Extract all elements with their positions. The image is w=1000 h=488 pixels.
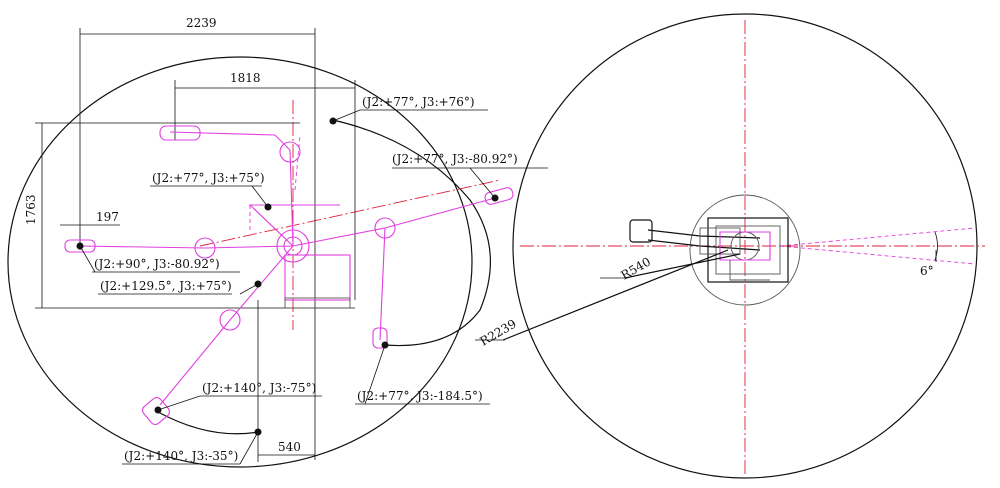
top-base-inner [715,225,781,275]
robot-base [284,254,351,301]
side-view: 2239 1818 1763 197 540 (J2:+77°, J3:+76°… [7,16,548,468]
pose-label-6: (J2:+140°, J3:-75°) [202,381,316,395]
leader-r2239 [502,249,729,341]
top-arm [629,219,771,281]
pose-label-7: (J2:+140°, J3:-35°) [124,449,238,463]
side-inner-envelope [332,119,491,347]
pose-label-4: (J2:+90°, J3:-80.92°) [94,257,220,271]
top-base-plate [707,217,789,283]
dim-text-540: 540 [278,440,301,454]
top-inner-envelope [689,194,801,306]
pose-label-5: (J2:+129.5°, J3:+75°) [100,279,232,293]
dim-text-197: 197 [96,210,119,224]
pose-label-8: (J2:+77°, J3:-184.5°) [357,389,483,403]
leader-r540 [624,253,741,279]
pose-label-2: (J2:+77°, J3:-80.92°) [392,152,518,166]
angle-ray-lower [779,245,976,265]
dim-text-1818: 1818 [230,71,261,85]
dim-text-r540: R540 [619,254,654,282]
dim-text-r2239: R2239 [478,317,519,349]
pose-leaders [79,109,548,465]
side-horizontal-centerline [199,179,501,247]
robot-arm-poses [64,125,514,426]
side-outer-envelope [7,56,473,468]
pose-label-1: (J2:+77°, J3:+76°) [362,95,475,109]
dim-text-2239: 2239 [186,16,217,30]
pose-label-3: (J2:+77°, J3:+75°) [152,171,265,185]
top-view: R540 R2239 6° [475,13,985,479]
robot-base-plate [284,297,351,309]
dim-text-angle: 6° [920,264,934,278]
side-lower-envelope [157,411,259,435]
angle-ray-upper [779,227,976,247]
dim-text-1763: 1763 [24,194,38,225]
